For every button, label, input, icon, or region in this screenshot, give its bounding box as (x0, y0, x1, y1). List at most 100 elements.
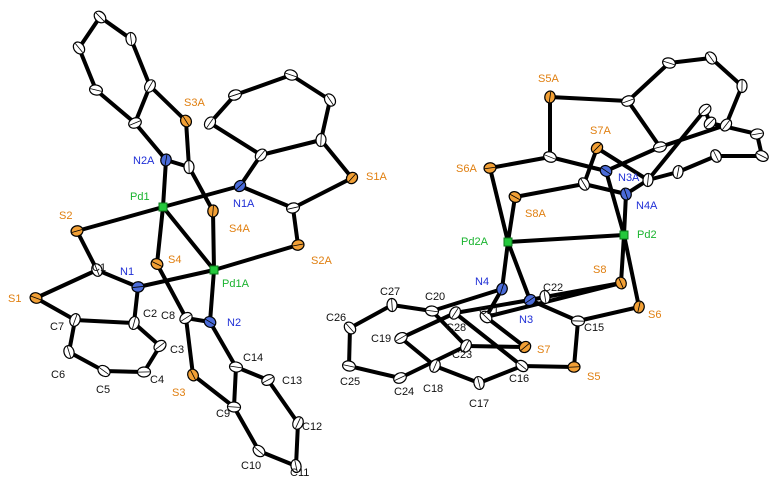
atom-pd2 (619, 230, 629, 240)
atom-s6a (483, 162, 497, 174)
atom-label-pd1a: Pd1A (222, 278, 250, 290)
atom-s5 (567, 361, 581, 373)
bond-rb6-n3a (604, 145, 662, 173)
bond-c17-c16 (477, 364, 524, 385)
atom-c18 (429, 359, 441, 373)
atom-n4a (620, 187, 632, 201)
atom-rb13 (710, 149, 722, 163)
bond-rb13-rb14 (676, 154, 718, 174)
atom-label-c2: C2 (143, 308, 157, 320)
atom-ua6 (72, 41, 86, 55)
bond-ra5-s1a (319, 138, 354, 180)
atom-label-s2a: S2A (311, 255, 332, 267)
bond-pd2a-pd2 (506, 233, 626, 244)
atom-s7 (518, 340, 532, 354)
atom-label-c5: C5 (96, 384, 110, 396)
atom-s2 (70, 225, 84, 237)
atom-label-s1a: S1A (366, 171, 387, 183)
atom-c10 (252, 444, 266, 458)
atom-label-c27: C27 (380, 286, 400, 298)
atom-rb11 (749, 128, 765, 140)
atom-rb1 (621, 95, 635, 107)
atom-label-s7: S7 (537, 344, 550, 356)
atom-label-s3a: S3A (184, 97, 205, 109)
bond-ra3-ra2 (233, 73, 293, 97)
atom-rb15 (698, 103, 712, 117)
atom-label-c7: C7 (50, 321, 64, 333)
atom-n4 (496, 282, 508, 296)
atom-n3a (599, 164, 613, 178)
bond-pd1a-n1 (136, 268, 216, 289)
atom-ua2 (125, 31, 137, 47)
bond-s8a-rb8 (513, 182, 586, 199)
bond-pd1a-s4a (211, 209, 216, 272)
atom-label-pd1: Pd1 (130, 191, 150, 203)
bond-n3-c28 (453, 298, 532, 315)
atom-label-c23: C23 (452, 349, 472, 361)
atom-s1a (345, 171, 359, 185)
atom-c1 (91, 263, 103, 277)
bond-c15-s6 (576, 305, 641, 323)
atom-rb2 (662, 57, 676, 69)
bond-c26-c25 (347, 326, 352, 368)
atom-c15 (570, 315, 586, 327)
atom-c17 (473, 375, 485, 391)
atom-label-s5a: S5A (538, 73, 559, 85)
atom-label-n2a: N2A (133, 155, 155, 167)
atom-label-c20: C20 (425, 291, 445, 303)
atom-c24 (393, 372, 407, 384)
atom-s2a (291, 239, 305, 251)
atom-label-c25: C25 (340, 376, 360, 388)
atom-label-s6a: S6A (456, 163, 477, 175)
atom-s3 (187, 368, 199, 382)
bond-c27-c26 (348, 303, 394, 330)
bond-pd1-s4 (155, 205, 165, 266)
atom-label-c18: C18 (423, 383, 443, 395)
atom-label-s4a: S4A (229, 223, 250, 235)
atom-rb6 (652, 141, 668, 153)
bond-c1-s1 (34, 268, 99, 300)
atom-label-s8: S8 (593, 264, 606, 276)
atom-c21 (479, 310, 493, 324)
atom-pd1a (209, 265, 219, 275)
bond-layer (34, 15, 764, 468)
atom-label-pd2: Pd2 (637, 229, 657, 241)
atom-pd2a (503, 237, 513, 247)
bond-ua3-s3a (148, 84, 188, 123)
atom-ua3 (143, 79, 157, 93)
atom-label-s8a: S8A (525, 208, 546, 220)
bond-rb7-n3a (548, 155, 608, 173)
atom-label-c26: C26 (326, 312, 346, 324)
atom-label-n1: N1 (120, 266, 134, 278)
atom-c13 (261, 374, 275, 386)
atom-label-c16: C16 (509, 373, 529, 385)
atom-label-c13: C13 (282, 375, 302, 387)
atom-s1 (29, 292, 43, 304)
bond-pd1-pd1a (161, 205, 216, 272)
atom-rb5 (719, 118, 733, 132)
atom-label-c8: C8 (161, 310, 175, 322)
atom-label-c6: C6 (51, 369, 65, 381)
atom-c27 (386, 297, 398, 313)
atom-rb7 (543, 151, 557, 163)
bond-n2a-ua4 (133, 121, 168, 162)
bond-rb8-n4a (582, 182, 628, 196)
bond-n4-c20 (430, 287, 504, 313)
bond-rb5-rb6 (658, 123, 728, 149)
atom-ua5 (88, 84, 104, 96)
bond-c19-c18 (399, 336, 437, 368)
atom-label-pd2a: Pd2A (461, 236, 489, 248)
atom-ra4 (323, 93, 337, 107)
atom-c11 (290, 458, 302, 474)
bond-s2-c1 (75, 229, 99, 272)
atom-ra2 (228, 89, 242, 101)
bond-rb6-rb1 (626, 99, 662, 149)
atom-label-c1: C1 (92, 262, 106, 274)
atom-label-c22: C22 (543, 282, 563, 294)
atom-c26 (343, 321, 357, 335)
atom-label-c14: C14 (243, 352, 263, 364)
bond-pd2a-s8a (506, 195, 517, 244)
atom-label-n3: N3 (519, 314, 533, 326)
bond-s7a-rb9 (595, 146, 650, 182)
